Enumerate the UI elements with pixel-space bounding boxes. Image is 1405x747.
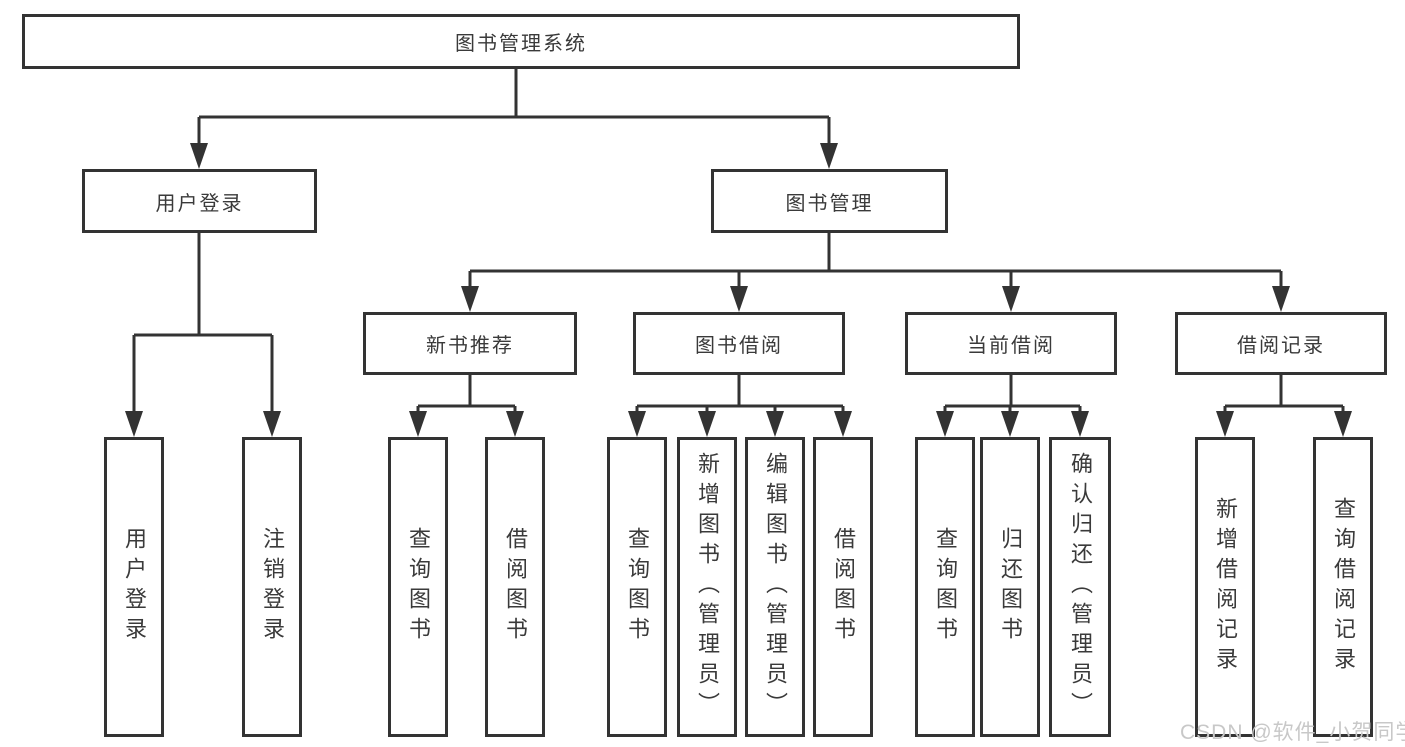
node-user-login: 用户登录 bbox=[82, 169, 317, 233]
node-leaf-user-login: 用户登录 bbox=[104, 437, 164, 737]
connector-login-to-leaves bbox=[125, 233, 281, 437]
node-leaf-current-query-books: 查询图书 bbox=[915, 437, 975, 737]
connector-borrow-to-leaves bbox=[628, 375, 852, 437]
node-leaf-current-confirm-return-admin: 确认归还（管理员） bbox=[1049, 437, 1111, 737]
node-book-borrowing: 图书借阅 bbox=[633, 312, 845, 375]
node-leaf-borrow-add-books-admin: 新增图书（管理员） bbox=[677, 437, 737, 737]
node-leaf-borrow-query-books: 查询图书 bbox=[607, 437, 667, 737]
node-leaf-records-query-record: 查询借阅记录 bbox=[1313, 437, 1373, 737]
node-leaf-records-add-record: 新增借阅记录 bbox=[1195, 437, 1255, 737]
node-leaf-borrow-borrow-books: 借阅图书 bbox=[813, 437, 873, 737]
node-borrowing-records: 借阅记录 bbox=[1175, 312, 1387, 375]
node-leaf-current-return-books: 归还图书 bbox=[980, 437, 1040, 737]
connector-records-to-leaves bbox=[1216, 375, 1352, 437]
connector-current-to-leaves bbox=[936, 375, 1089, 437]
node-book-management: 图书管理 bbox=[711, 169, 948, 233]
node-new-book-recommendation: 新书推荐 bbox=[363, 312, 577, 375]
connector-recommend-to-leaves bbox=[409, 375, 524, 437]
node-root-library-management-system: 图书管理系统 bbox=[22, 14, 1020, 69]
node-leaf-recommend-query-books: 查询图书 bbox=[388, 437, 448, 737]
connector-root-to-level2 bbox=[190, 69, 838, 169]
node-leaf-borrow-edit-books-admin: 编辑图书（管理员） bbox=[745, 437, 805, 737]
node-current-borrowing: 当前借阅 bbox=[905, 312, 1117, 375]
csdn-watermark: CSDN @软件_小贺同学 bbox=[1180, 721, 1405, 744]
node-leaf-logout: 注销登录 bbox=[242, 437, 302, 737]
connector-manage-to-level3 bbox=[461, 233, 1290, 312]
node-leaf-recommend-borrow-books: 借阅图书 bbox=[485, 437, 545, 737]
